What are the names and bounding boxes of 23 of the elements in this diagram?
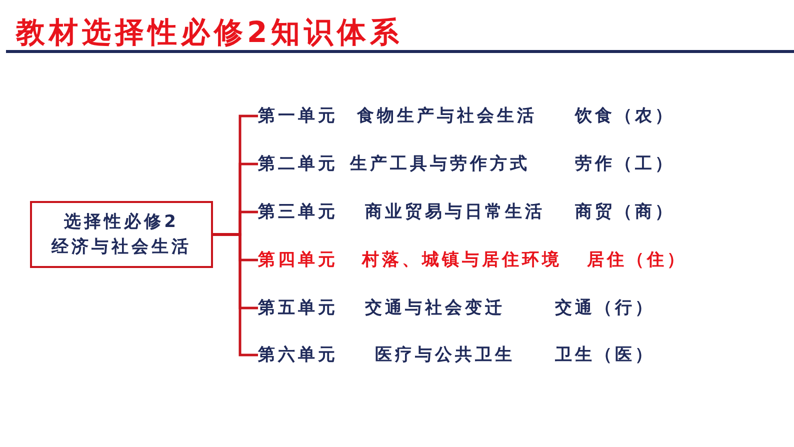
- topic-text: 医疗与公共卫生: [375, 344, 515, 367]
- topic-text: 商业贸易与日常生活: [365, 201, 545, 224]
- topic-text: 食物生产与社会生活: [357, 105, 537, 128]
- theme-text: 交通（行）: [555, 297, 655, 320]
- slide-title: 教材选择性必修2知识体系: [16, 14, 404, 50]
- unit-label: 第四单元: [258, 249, 338, 272]
- box-text: 选择性必修2: [64, 210, 179, 234]
- theme-text: 饮食（农）: [575, 105, 675, 128]
- unit-label: 第五单元: [258, 297, 338, 320]
- theme-text: 居住（住）: [587, 249, 687, 272]
- topic-text: 交通与社会变迁: [365, 297, 505, 320]
- theme-text: 商贸（商）: [575, 201, 675, 224]
- unit-label: 第三单元: [258, 201, 338, 224]
- topic-box: [30, 201, 213, 268]
- theme-text: 劳作（工）: [575, 153, 675, 176]
- unit-label: 第二单元: [258, 153, 338, 176]
- unit-label: 第六单元: [258, 344, 338, 367]
- connector-line: [213, 233, 258, 356]
- theme-text: 卫生（医）: [555, 344, 655, 367]
- topic-text: 村落、城镇与居住环境: [362, 249, 562, 272]
- topic-text: 生产工具与劳作方式: [350, 153, 530, 176]
- unit-label: 第一单元: [258, 105, 338, 128]
- box-text: 经济与社会生活: [52, 236, 192, 258]
